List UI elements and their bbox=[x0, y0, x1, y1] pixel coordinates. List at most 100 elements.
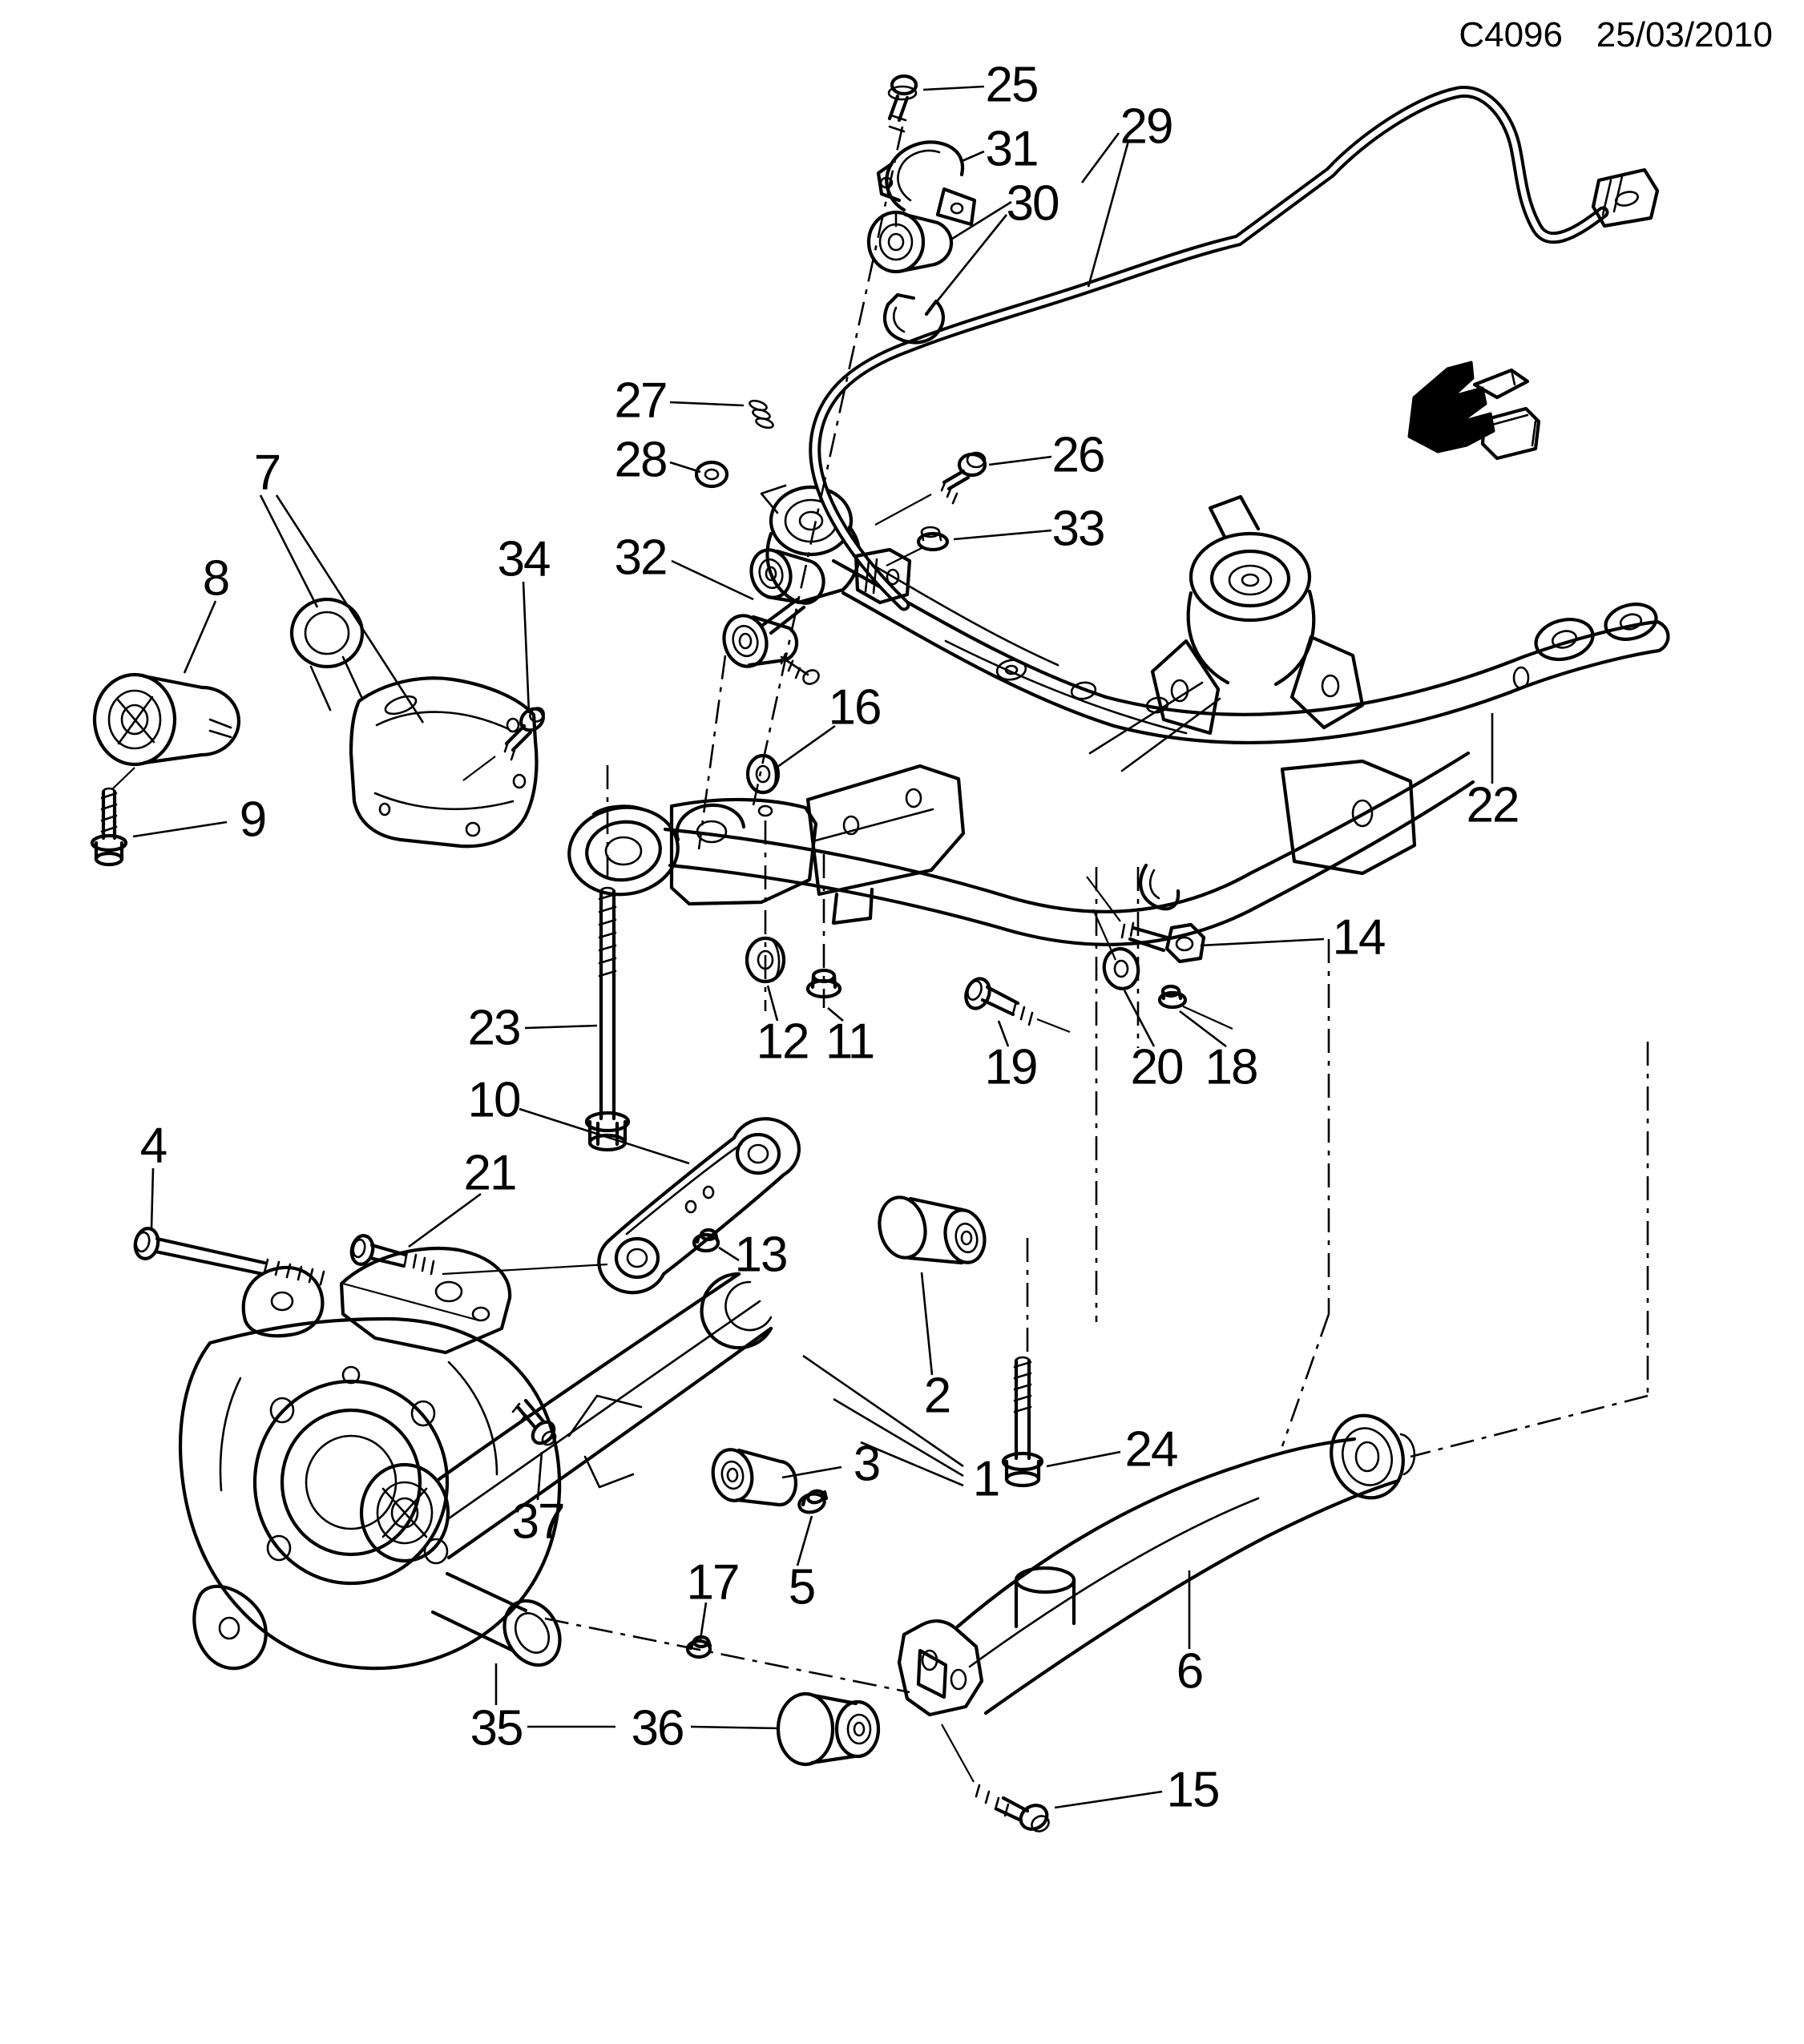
callout-21[interactable]: 21 bbox=[464, 1146, 518, 1201]
leader-line-30 bbox=[951, 200, 1012, 240]
callout-24[interactable]: 24 bbox=[1125, 1422, 1179, 1478]
leader-line-33 bbox=[953, 529, 1052, 541]
arm-bushing-2 bbox=[878, 1195, 987, 1265]
callout-4[interactable]: 4 bbox=[140, 1119, 168, 1174]
stabilizer-washer bbox=[694, 460, 729, 489]
callout-16[interactable]: 16 bbox=[829, 680, 882, 736]
callout-32[interactable]: 32 bbox=[615, 530, 668, 586]
callout-28[interactable]: 28 bbox=[615, 433, 668, 488]
callout-22[interactable]: 22 bbox=[1467, 778, 1520, 833]
callout-3[interactable]: 3 bbox=[854, 1437, 881, 1492]
leader-line-2 bbox=[920, 1272, 934, 1376]
bracket-bolt bbox=[462, 707, 545, 781]
nut-5 bbox=[797, 1489, 829, 1514]
leader-line-19 bbox=[997, 1020, 1010, 1047]
callout-36[interactable]: 36 bbox=[632, 1701, 685, 1756]
callout-23[interactable]: 23 bbox=[468, 1001, 522, 1056]
leader-line-3 bbox=[781, 1465, 842, 1479]
callout-7[interactable]: 7 bbox=[254, 445, 281, 501]
callout-31[interactable]: 31 bbox=[986, 122, 1039, 177]
callout-13[interactable]: 13 bbox=[735, 1228, 789, 1283]
callout-9[interactable]: 9 bbox=[240, 792, 267, 848]
nut-18 bbox=[1157, 984, 1233, 1030]
callout-14[interactable]: 14 bbox=[1333, 910, 1386, 966]
stabilizer-link-nut bbox=[886, 526, 950, 566]
callout-26[interactable]: 26 bbox=[1052, 428, 1106, 483]
arm-bushing-3 bbox=[711, 1448, 798, 1507]
callout-35[interactable]: 35 bbox=[470, 1701, 524, 1756]
leader-line-29 bbox=[1080, 132, 1120, 183]
callout-11[interactable]: 11 bbox=[825, 1014, 875, 1070]
leader-line-18 bbox=[1179, 1010, 1227, 1048]
leader-line-11 bbox=[827, 1007, 844, 1022]
leader-line-1 bbox=[860, 1441, 964, 1487]
knuckle bbox=[179, 1246, 562, 1671]
callout-19[interactable]: 19 bbox=[985, 1040, 1039, 1095]
trailing-arm-bolt bbox=[90, 787, 128, 867]
callout-20[interactable]: 20 bbox=[1131, 1040, 1185, 1095]
leader-line-4 bbox=[150, 1167, 155, 1230]
leader-line-27 bbox=[669, 401, 745, 407]
trailing-arm-bracket bbox=[289, 597, 539, 849]
leader-line-24 bbox=[1046, 1450, 1121, 1468]
leader-line-7 bbox=[259, 494, 319, 608]
callout-27[interactable]: 27 bbox=[615, 373, 668, 429]
nut-13 bbox=[692, 1228, 720, 1253]
leader-line-30 bbox=[933, 214, 1008, 305]
stabilizer-bushing bbox=[866, 210, 954, 274]
nut-17 bbox=[685, 1635, 712, 1659]
trailing-arm-bushing bbox=[92, 672, 241, 790]
callout-25[interactable]: 25 bbox=[986, 58, 1039, 113]
callout-6[interactable]: 6 bbox=[1176, 1644, 1204, 1699]
transverse-link bbox=[597, 1117, 801, 1295]
bolt-19 bbox=[964, 977, 1071, 1034]
leader-line-20 bbox=[1123, 990, 1156, 1047]
bolt-14 bbox=[1086, 876, 1206, 964]
leader-line-37 bbox=[536, 1451, 543, 1501]
leader-line-10 bbox=[519, 1107, 690, 1165]
leader-line-1 bbox=[833, 1397, 964, 1478]
leader-line-32 bbox=[671, 559, 754, 601]
bolt-21 bbox=[349, 1234, 608, 1276]
callout-33[interactable]: 33 bbox=[1052, 502, 1106, 557]
callout-18[interactable]: 18 bbox=[1205, 1040, 1259, 1095]
callout-8[interactable]: 8 bbox=[203, 551, 230, 607]
callout-5[interactable]: 5 bbox=[789, 1560, 816, 1615]
leader-line-1 bbox=[802, 1354, 964, 1468]
callout-10[interactable]: 10 bbox=[468, 1073, 522, 1128]
callout-17[interactable]: 17 bbox=[687, 1555, 741, 1611]
leader-line-5 bbox=[796, 1515, 813, 1566]
leader-line-9 bbox=[132, 820, 228, 838]
bolt-15 bbox=[941, 1723, 1050, 1832]
projection-lines bbox=[544, 126, 1649, 1694]
leader-line-17 bbox=[699, 1602, 708, 1640]
leader-line-34 bbox=[522, 581, 531, 714]
leader-line-29 bbox=[1087, 140, 1130, 288]
callout-30[interactable]: 30 bbox=[1007, 176, 1060, 232]
callout-2[interactable]: 2 bbox=[924, 1369, 951, 1424]
callout-15[interactable]: 15 bbox=[1167, 1763, 1221, 1818]
leader-line-36 bbox=[690, 1725, 780, 1730]
stabilizer-link-bolt bbox=[874, 451, 987, 526]
callout-34[interactable]: 34 bbox=[498, 532, 551, 587]
callout-1[interactable]: 1 bbox=[973, 1452, 1000, 1507]
washer-16 bbox=[745, 753, 781, 795]
callout-12[interactable]: 12 bbox=[757, 1014, 810, 1070]
callout-37[interactable]: 37 bbox=[512, 1494, 566, 1550]
callout-29[interactable]: 29 bbox=[1120, 99, 1174, 155]
bolt-24 bbox=[1001, 1356, 1044, 1488]
leader-line-13 bbox=[718, 1246, 740, 1262]
leader-line-7 bbox=[275, 494, 425, 724]
leader-line-21 bbox=[408, 1192, 482, 1248]
leader-line-31 bbox=[959, 150, 985, 163]
leader-line-28 bbox=[669, 461, 701, 474]
spring-pin bbox=[749, 399, 774, 429]
leader-line-16 bbox=[773, 724, 836, 771]
upper-arm bbox=[359, 1272, 773, 1563]
leader-line-15 bbox=[1054, 1790, 1163, 1809]
lower-control-arm bbox=[897, 1413, 1416, 1717]
